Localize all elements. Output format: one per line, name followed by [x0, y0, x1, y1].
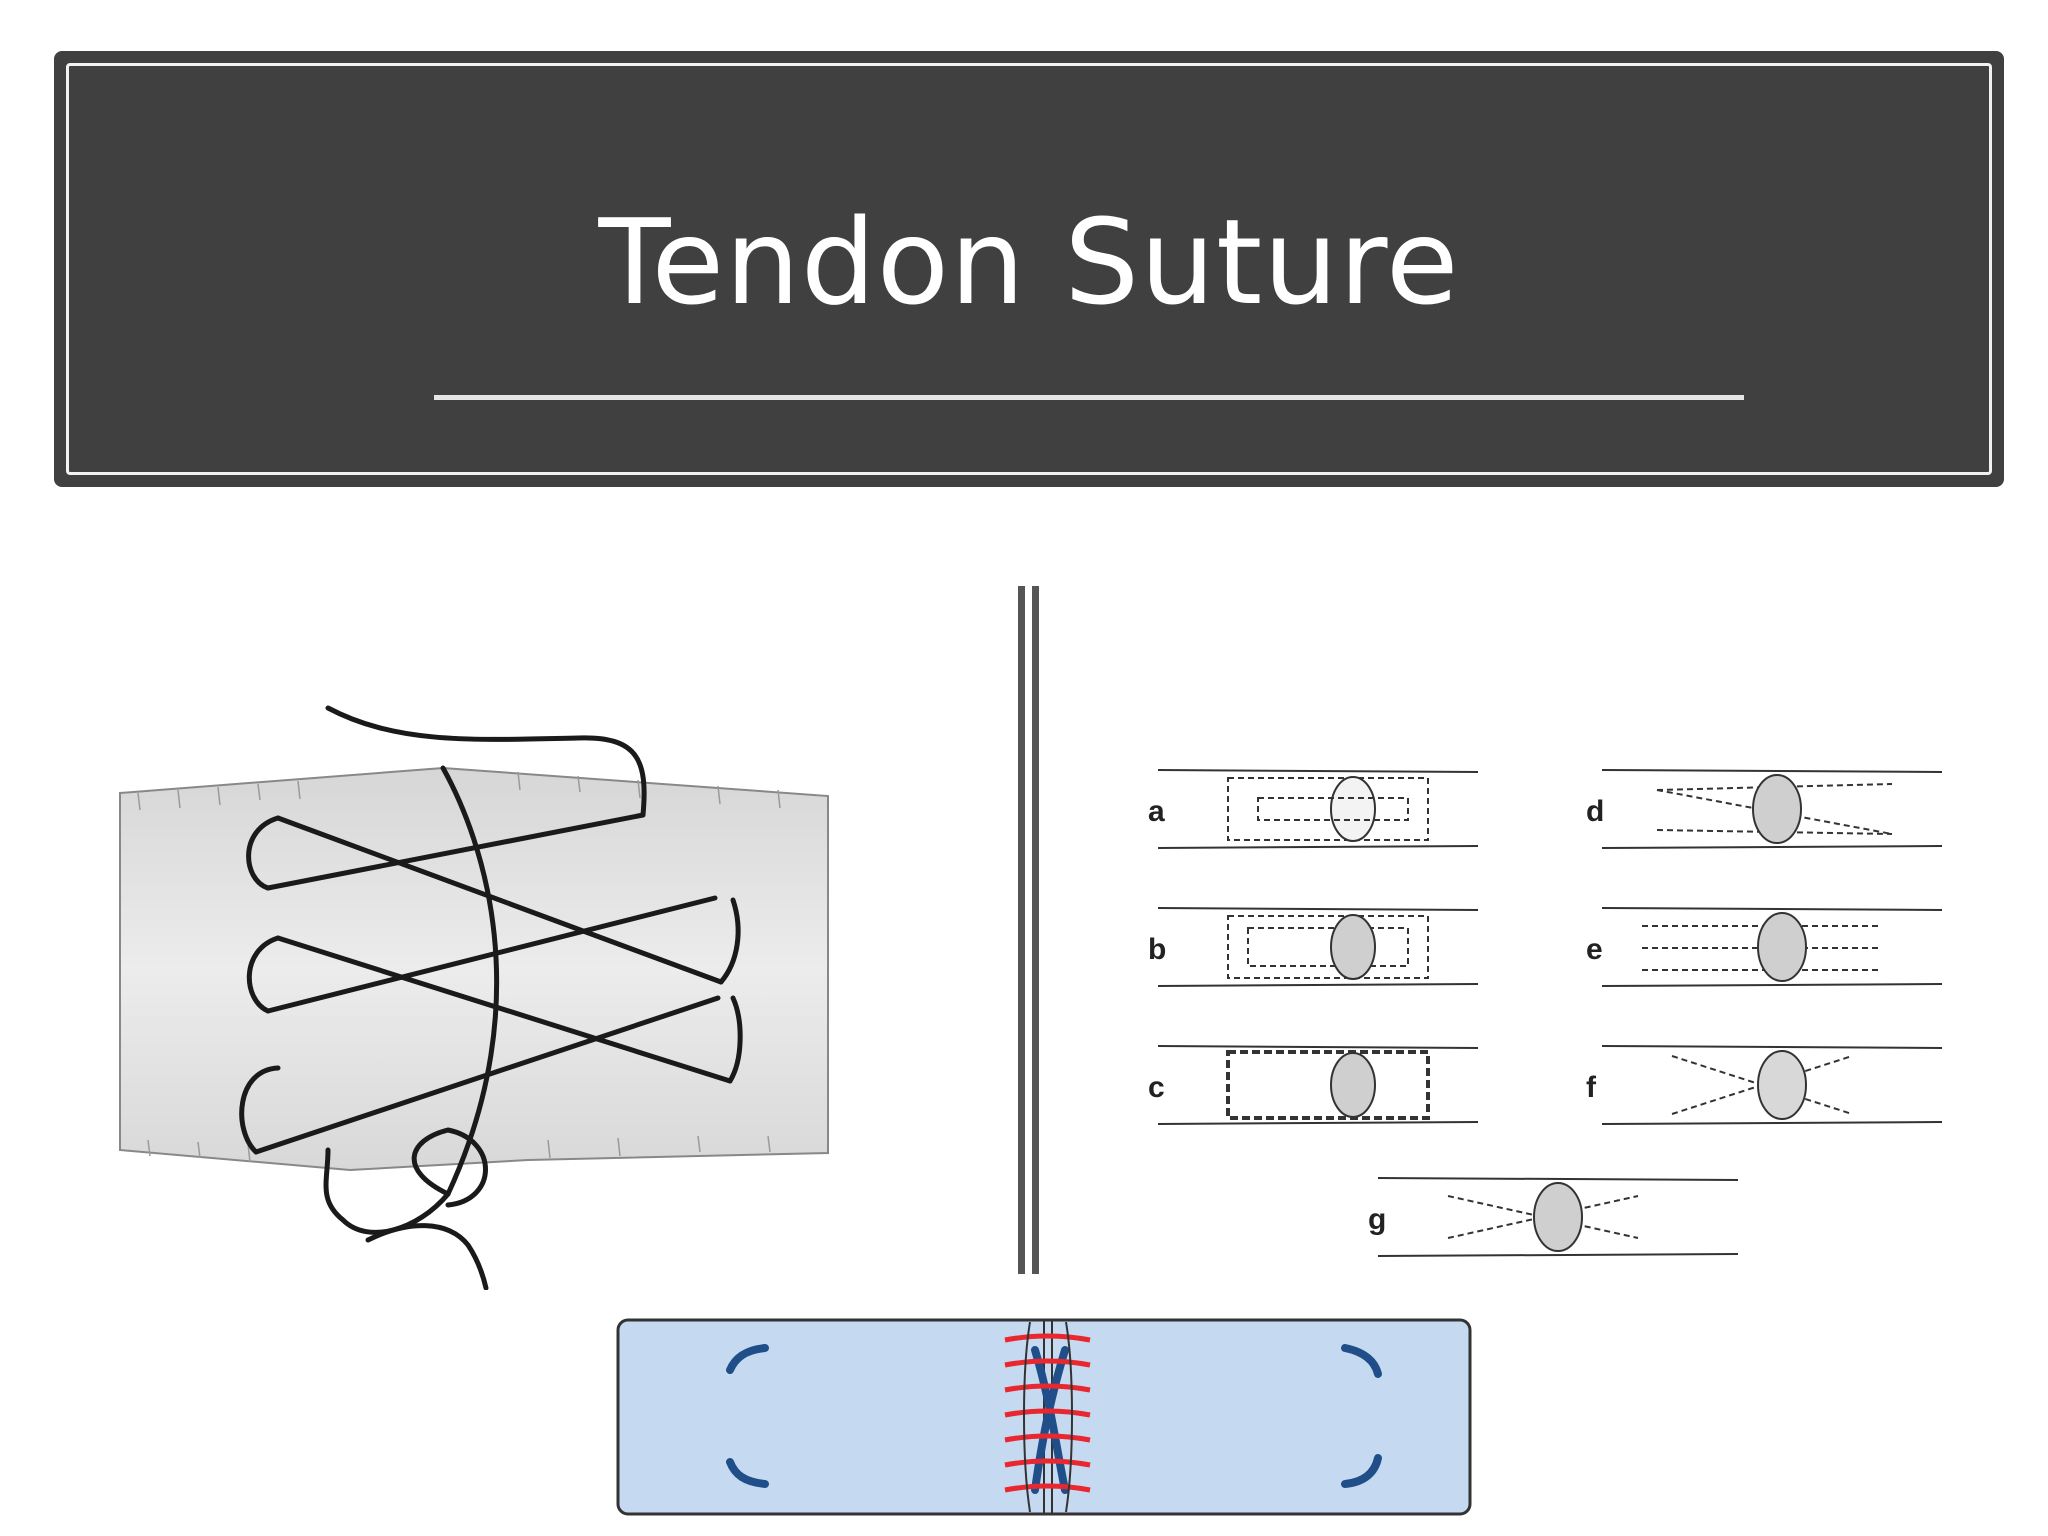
technique-label-c: c: [1148, 1071, 1165, 1104]
technique-label-b: b: [1148, 933, 1166, 966]
figure-divider: [1018, 586, 1042, 1274]
tendon-body: [119, 766, 829, 1172]
technique-label-f: f: [1586, 1071, 1597, 1104]
suture-techniques-panel: a b c d: [1148, 769, 1943, 1257]
technique-label-a: a: [1148, 795, 1165, 828]
core-suture-illustration: [616, 1318, 1472, 1516]
technique-label-e: e: [1586, 933, 1603, 966]
technique-c: c: [1148, 1045, 1479, 1125]
technique-label-g: g: [1368, 1203, 1386, 1236]
core-suture-loops: [726, 1344, 1382, 1494]
epitendinous-suture: [1004, 1333, 1091, 1493]
title-underline: [434, 395, 1744, 400]
technique-g: g: [1368, 1177, 1739, 1257]
tendon-texture-lines: [137, 771, 781, 1163]
technique-d: d: [1586, 769, 1943, 849]
suture-thread: [239, 705, 743, 1290]
title-banner-inner-border: [66, 63, 1992, 475]
technique-f: f: [1586, 1045, 1943, 1125]
technique-e: e: [1586, 907, 1943, 987]
technique-a: a: [1148, 769, 1479, 849]
slide-title: Tendon Suture: [598, 193, 1460, 331]
technique-b: b: [1148, 907, 1479, 987]
title-banner: Tendon Suture: [54, 51, 2004, 487]
technique-label-d: d: [1586, 795, 1604, 828]
kessler-suture-illustration: [119, 705, 829, 1290]
